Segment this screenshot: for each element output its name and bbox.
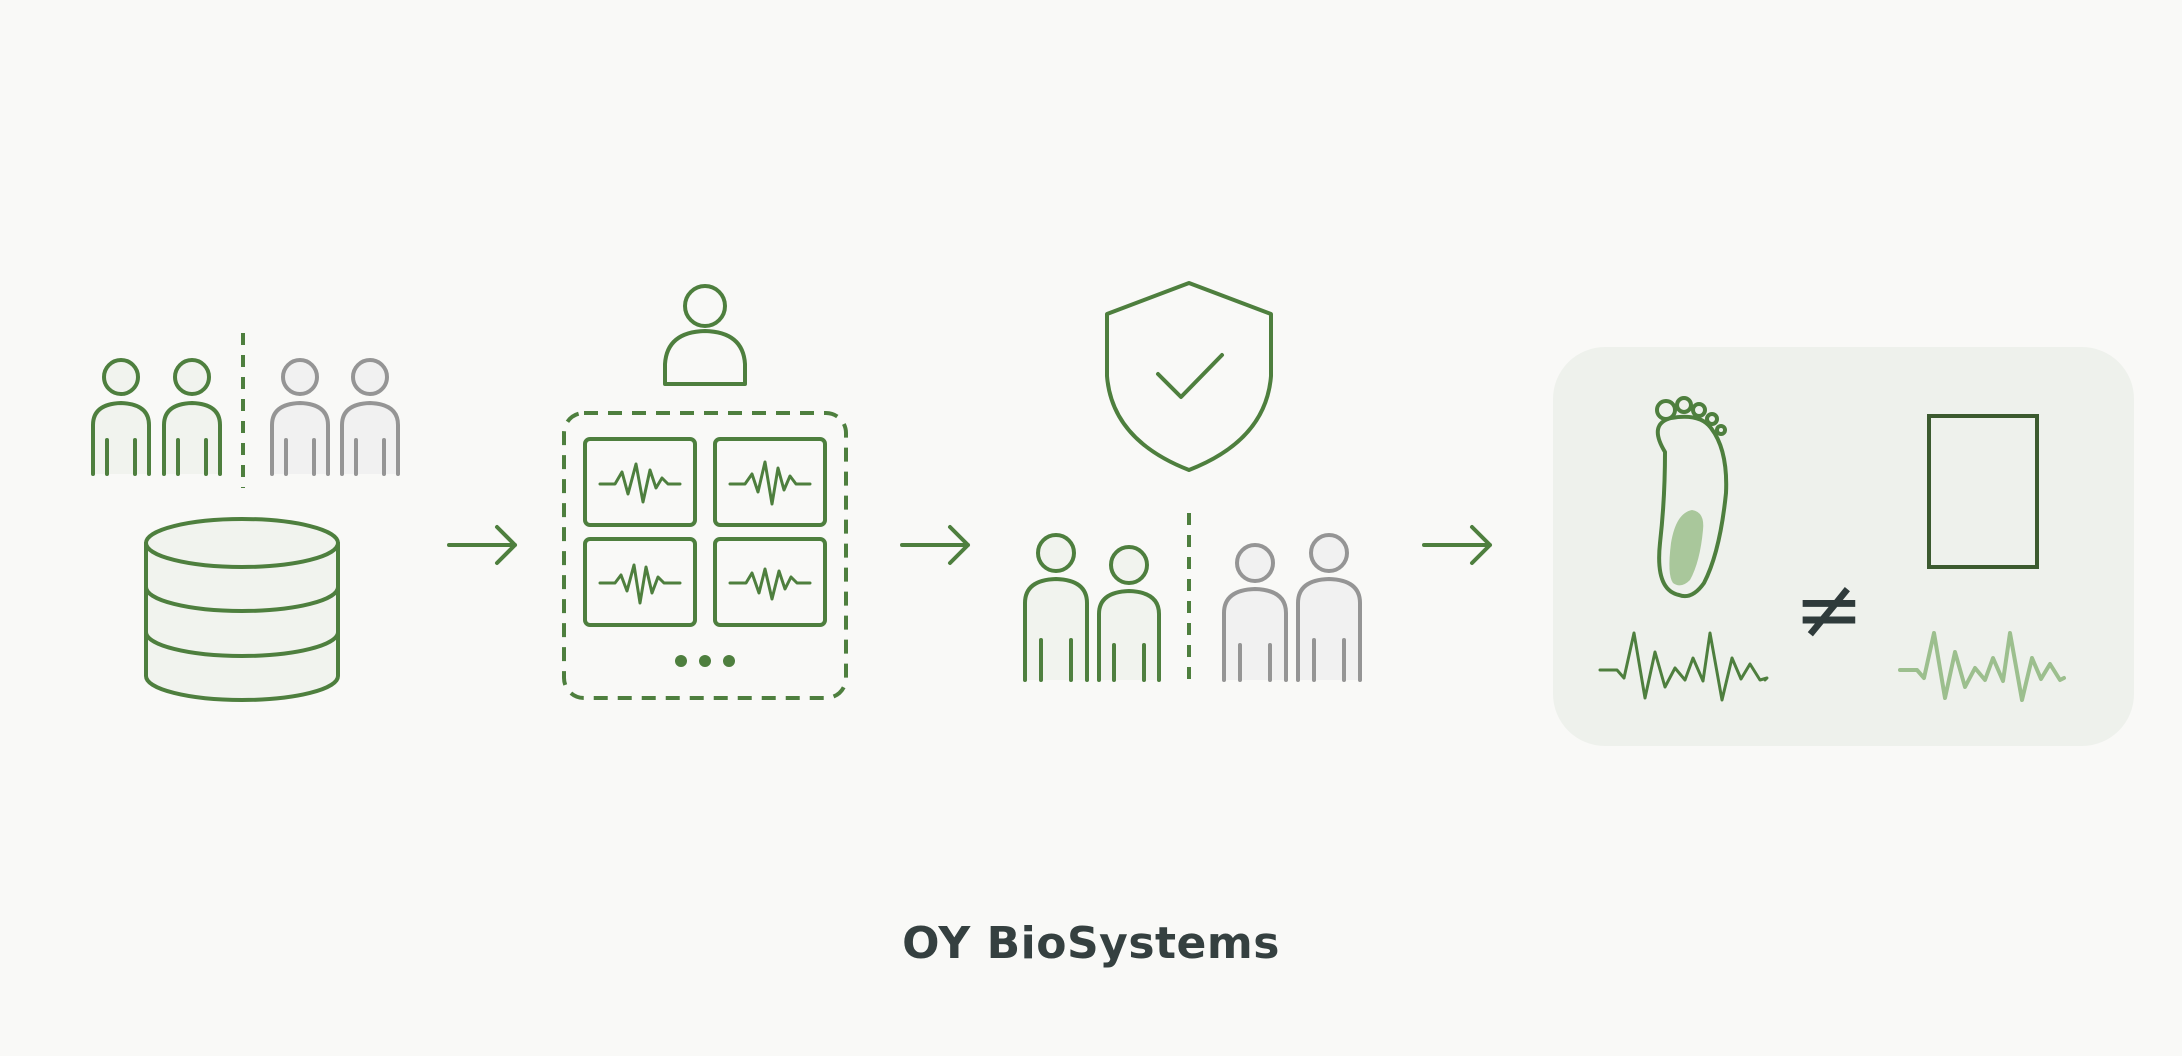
shield-check-icon [1105,281,1273,472]
brand-name: OY BioSystems [902,918,1280,969]
footprint-icon [1655,396,1729,599]
person-gray-icon [1296,533,1362,682]
group-people-icon [91,333,400,488]
stage-2-analysis [562,284,848,700]
arrow-right-icon [900,525,970,565]
person-icon [663,284,747,386]
waveform-icon [1898,631,2066,702]
stage-1-cohort [91,333,400,702]
not-equal-icon: ≠ [1794,560,1864,658]
database-icon [144,517,340,702]
person-green-icon [91,358,151,476]
person-green-icon [1023,533,1089,682]
comparison-panel [1553,347,2134,746]
signal-grid-icon [562,411,848,700]
arrow-right-icon [1422,525,1492,565]
dashed-frame [562,411,848,700]
stage-3-validation [1023,281,1362,688]
stage-4-comparison: ≠ [1553,347,2134,746]
person-gray-icon [270,358,330,476]
waveform-icon [1598,631,1769,702]
person-gray-icon [1222,543,1288,682]
person-green-icon [1097,545,1161,682]
person-gray-icon [340,358,400,476]
rectangle-icon [1927,414,2039,569]
group-people-icon [1023,513,1362,688]
arrow-right-icon [447,525,517,565]
more-dots-icon [675,655,687,667]
person-green-icon [162,358,222,476]
